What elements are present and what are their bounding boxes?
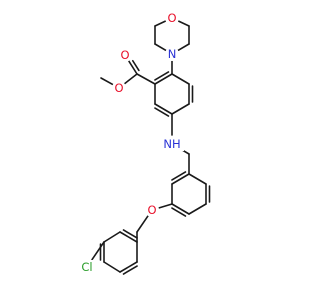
carbonyl-oxygen-atom: O [118, 48, 132, 62]
svg-text:O: O [114, 81, 123, 95]
ring-b-bond-second-line [171, 171, 187, 181]
molecule-svg: O N O O NH O C [77, 11, 211, 275]
ester-bond [123, 73, 138, 85]
ring-c-bond [119, 261, 138, 273]
chloro-bond [91, 241, 105, 261]
svg-text:NH: NH [163, 137, 180, 151]
ring-a-bond-second-line [154, 71, 170, 81]
morpholine-bond [154, 43, 167, 52]
ring-b-bond-second-line [171, 207, 187, 217]
ring-c-bond-second-line [122, 265, 138, 275]
morpholine-bond [177, 43, 190, 52]
ring-b-bond [188, 173, 207, 185]
ester-bond [136, 73, 156, 85]
ether-bond [136, 214, 149, 233]
carbonyl-bond [127, 60, 138, 75]
ether-bond [157, 203, 173, 209]
structure-diagram: O N O O NH O C [77, 11, 211, 275]
svg-text:O: O [147, 203, 156, 217]
morpholine-nitrogen-atom: N [165, 47, 179, 61]
ring-a-bond [171, 73, 190, 85]
ring-a-bond-second-line [154, 107, 170, 117]
ring-a-bond [154, 73, 173, 85]
ring-c-bond-second-line [122, 229, 138, 239]
ring-c-bond [119, 231, 138, 243]
chlorine-atom: Cl [77, 260, 97, 274]
ring-a-bond [171, 103, 190, 115]
svg-text:N: N [168, 47, 177, 61]
methyl-bond [100, 77, 114, 86]
ring-c-bond [103, 231, 121, 243]
ring-c-bond [103, 261, 121, 273]
ester-oxygen-atom: O [112, 81, 126, 95]
morpholine-bond [177, 20, 190, 27]
ring-b-bond [171, 173, 190, 185]
svg-text:O: O [120, 48, 129, 62]
bond-layer [91, 20, 211, 275]
carbonyl-bond-second-line [131, 59, 140, 72]
ring-a-bond [154, 103, 173, 115]
atom-label-layer: O N O O NH O C [77, 11, 184, 274]
ring-b-bond [188, 203, 207, 215]
amine-nh-atom: NH [162, 137, 184, 151]
ring-b-bond [171, 203, 190, 215]
svg-text:Cl: Cl [81, 260, 92, 274]
morpholine-oxygen-atom: O [165, 11, 179, 25]
morpholine-bond [154, 20, 167, 27]
svg-text:O: O [167, 11, 176, 25]
ether-oxygen-atom: O [145, 203, 159, 217]
